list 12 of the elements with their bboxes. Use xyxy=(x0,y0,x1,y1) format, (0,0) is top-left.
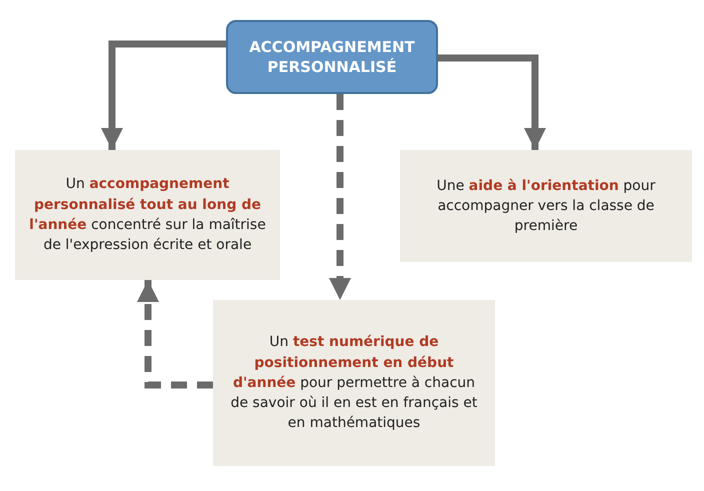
arrow xyxy=(137,280,213,388)
box-text: Un test numérique de positionnement en début d'année pour permettre à chacun de savoir où il en est en français et en mathématiques xyxy=(230,333,478,434)
box-text: Un accompagnement personnalisé tout au long de l'année concentré sur la maîtrise de l'expression écrite et orale xyxy=(29,175,266,256)
text-box xyxy=(213,300,495,466)
text-box xyxy=(400,150,692,262)
box-text: ACCOMPAGNEMENT PERSONNALISÉ xyxy=(248,36,416,78)
arrow xyxy=(101,40,226,150)
arrow xyxy=(329,94,351,300)
text-box xyxy=(15,150,280,280)
title-box xyxy=(226,20,438,94)
arrow xyxy=(438,54,546,150)
box-text: Une aide à l'orientation pour accompagner vers la classe de première xyxy=(436,176,656,236)
